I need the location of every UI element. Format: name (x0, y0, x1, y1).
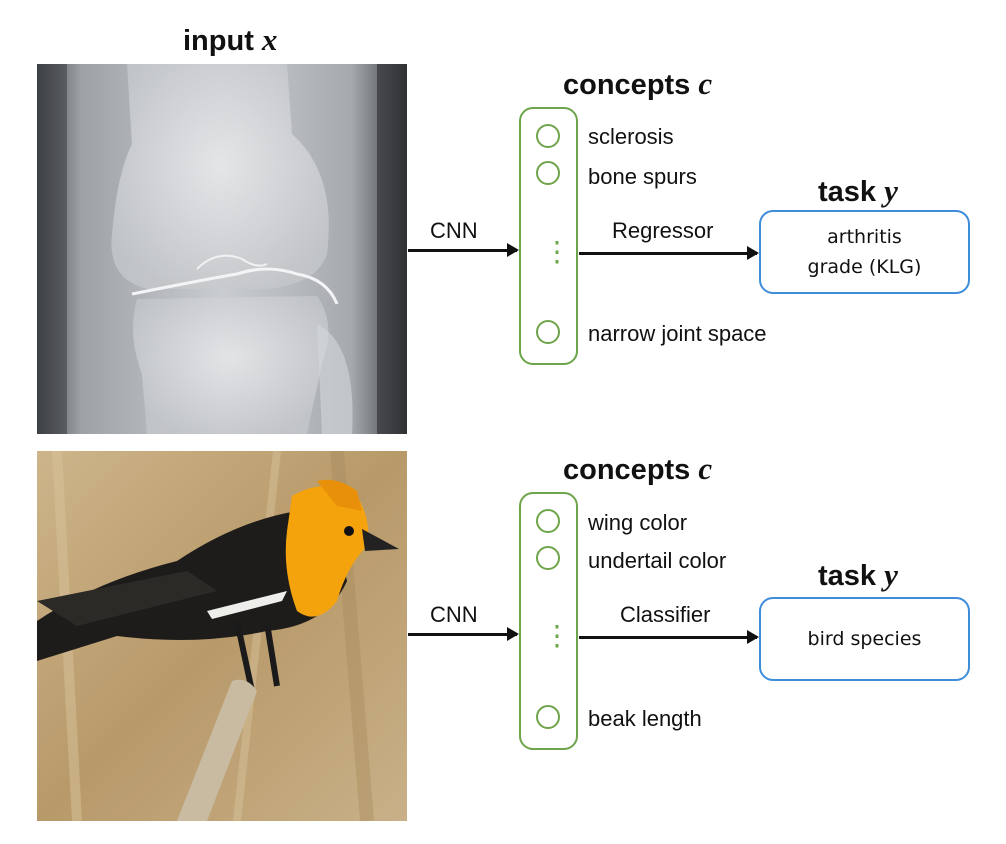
input-title: input x (183, 22, 277, 58)
task-box-arthritis: arthritis grade (KLG) (759, 210, 970, 294)
knee-xray-image (37, 64, 407, 434)
concepts-title-var: c (698, 66, 713, 101)
task-box-bird-species: bird species (759, 597, 970, 681)
concept-label-narrow-joint-space: narrow joint space (588, 321, 767, 346)
edge-label-classifier: Classifier (620, 602, 711, 627)
input-title-var: x (261, 22, 278, 57)
task-title-var: y (884, 557, 898, 592)
task-title-var: y (884, 173, 898, 208)
concept-node-sclerosis (536, 124, 560, 148)
concepts-title-var: c (698, 451, 713, 486)
concept-bottleneck-row1 (519, 107, 578, 365)
concept-ellipsis-row2: ⋮ (543, 620, 571, 651)
concept-node-bone-spurs (536, 161, 560, 185)
edge-label-regressor: Regressor (612, 218, 714, 243)
concepts-title-row2: concepts c (563, 451, 712, 487)
concept-label-undertail-color: undertail color (588, 548, 727, 573)
arrow-cnn-row1 (408, 243, 519, 257)
concept-node-narrow-joint-space (536, 320, 560, 344)
concept-node-undertail-color (536, 546, 560, 570)
task-title-label: task (818, 176, 877, 208)
concept-bottleneck-row2 (519, 492, 578, 750)
concept-node-wing-color (536, 509, 560, 533)
concept-label-wing-color: wing color (588, 510, 688, 535)
concepts-title-label: concepts (563, 69, 691, 101)
concepts-title-label: concepts (563, 454, 691, 486)
task-title-label: task (818, 560, 877, 592)
task-line: grade (KLG) (807, 256, 922, 278)
arrow-cnn-row2 (408, 627, 519, 641)
task-title-row1: task y (818, 173, 898, 209)
input-title-label: input (183, 25, 254, 57)
task-line: bird species (807, 628, 922, 650)
edge-label-cnn-row2: CNN (430, 602, 478, 627)
concepts-title-row1: concepts c (563, 66, 712, 102)
concept-label-beak-length: beak length (588, 706, 702, 731)
concept-ellipsis-row1: ⋮ (543, 236, 571, 267)
task-title-row2: task y (818, 557, 898, 593)
edge-label-cnn-row1: CNN (430, 218, 478, 243)
arrow-classifier (579, 630, 759, 644)
arrow-regressor (579, 246, 759, 260)
bird-photo (37, 451, 407, 821)
task-line: arthritis (827, 226, 902, 248)
concept-label-bone-spurs: bone spurs (588, 164, 697, 189)
concept-node-beak-length (536, 705, 560, 729)
concept-label-sclerosis: sclerosis (588, 124, 674, 149)
